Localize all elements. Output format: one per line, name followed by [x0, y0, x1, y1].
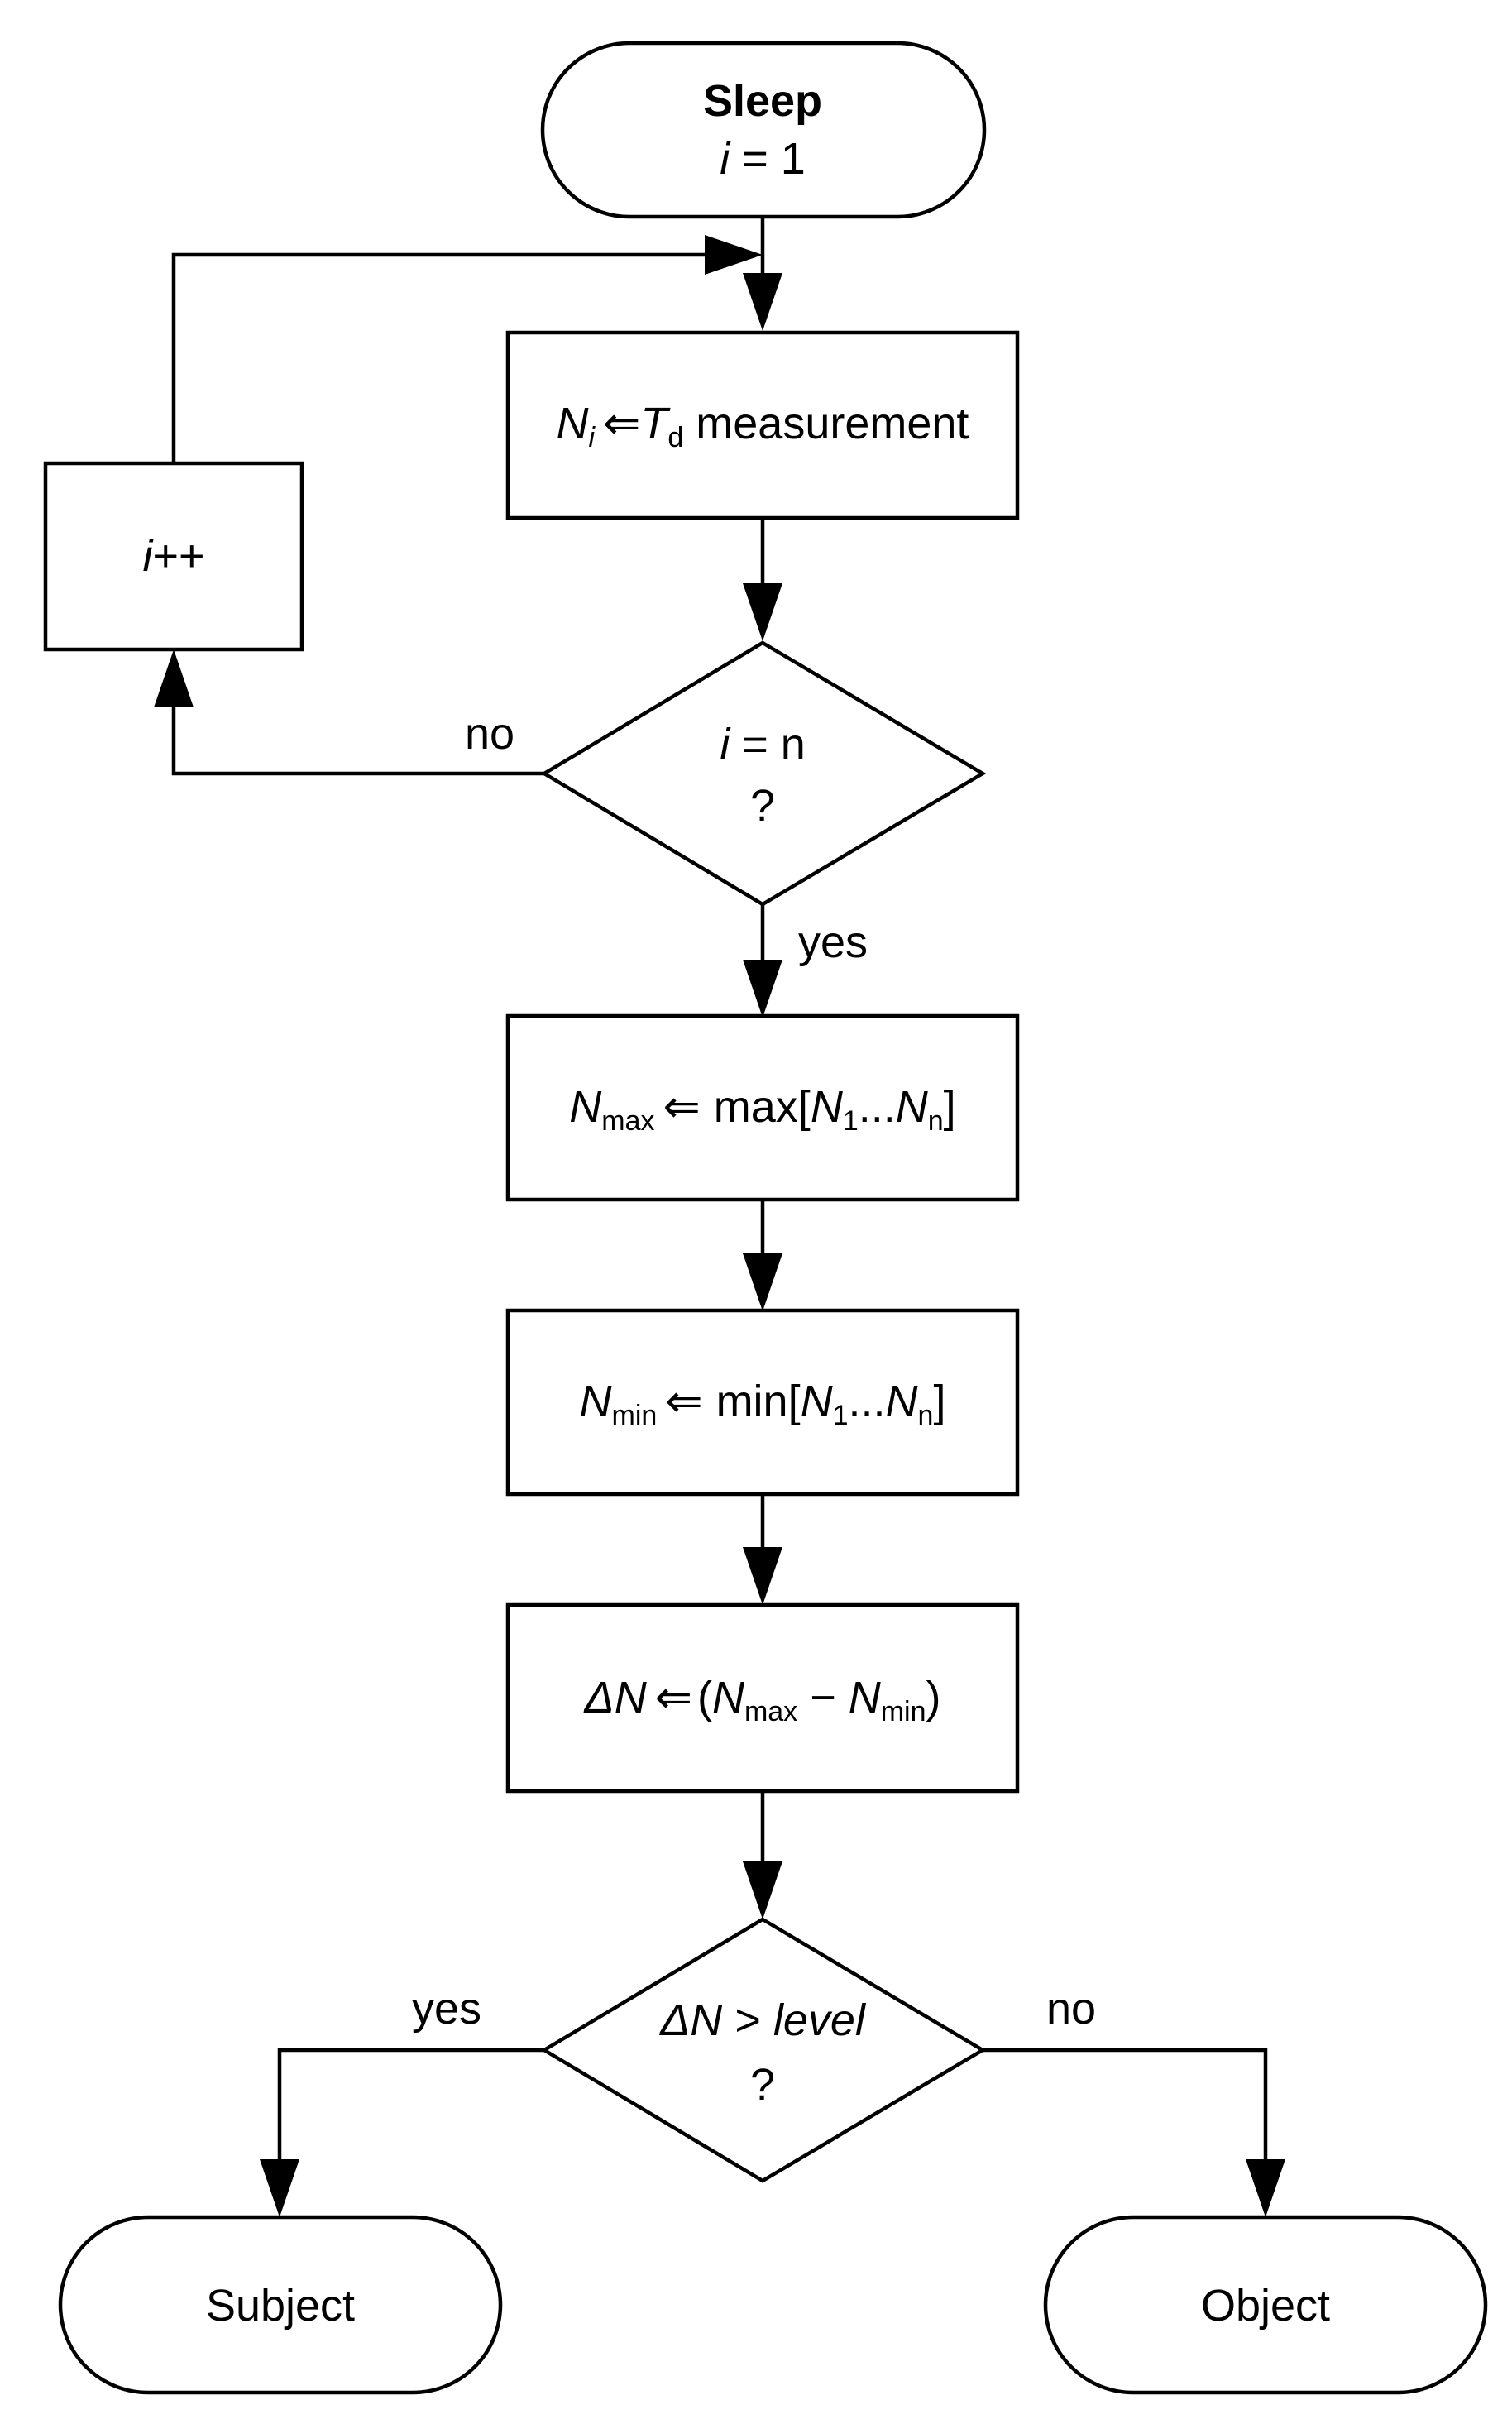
loop-condition: i = n	[720, 720, 806, 769]
arrowhead-loop-back	[705, 235, 763, 275]
measurement-label: Ni⇐Td measurement	[557, 399, 969, 453]
arrow-level-yes	[277, 2048, 544, 2168]
arrowhead-max	[743, 960, 782, 1018]
delta-label: ΔN⇐(Nmax − Nmin)	[582, 1673, 940, 1727]
arrow-loop-back	[171, 252, 711, 463]
object-terminal: Object	[1043, 2215, 1488, 2395]
connectors	[154, 217, 1285, 2217]
min-box: Nmin⇐min[N1...Nn]	[505, 1308, 1020, 1497]
loop-question: ?	[750, 781, 775, 831]
delta-box: ΔN⇐(Nmax − Nmin)	[505, 1602, 1020, 1794]
arrowhead-measure	[743, 273, 782, 331]
measurement-box: Ni⇐Td measurement	[505, 330, 1020, 520]
start-title: Sleep	[703, 76, 822, 126]
object-label: Object	[1201, 2281, 1330, 2331]
max-label: Nmax⇐max[N1...Nn]	[569, 1082, 955, 1137]
level-decision: ΔN > level ?	[540, 1917, 987, 2183]
arrowhead-delta	[743, 1547, 782, 1605]
increment-box: i++	[43, 461, 304, 652]
min-label: Nmin⇐min[N1...Nn]	[580, 1377, 946, 1431]
increment-label: i++	[142, 531, 204, 581]
max-box: Nmax⇐max[N1...Nn]	[505, 1013, 1020, 1202]
start-init: i = 1	[720, 134, 806, 184]
loop-yes-label: yes	[798, 917, 868, 967]
arrow-check-no	[171, 699, 544, 776]
start-terminal: Sleep i = 1	[540, 41, 987, 219]
arrowhead-level	[743, 1861, 782, 1919]
arrowhead-check	[743, 583, 782, 641]
level-condition: ΔN > level	[658, 1995, 867, 2045]
arrowhead-increment	[154, 649, 194, 707]
arrowhead-min	[743, 1253, 782, 1311]
loop-decision: i = n ?	[540, 640, 987, 907]
subject-label: Subject	[206, 2281, 355, 2331]
subject-terminal: Subject	[58, 2215, 503, 2395]
level-yes-label: yes	[412, 1984, 481, 2034]
arrowhead-subject	[260, 2159, 299, 2217]
level-no-label: no	[1046, 1984, 1096, 2034]
arrow-level-no	[983, 2048, 1268, 2168]
arrowhead-object	[1246, 2159, 1285, 2217]
level-question: ?	[750, 2060, 775, 2110]
loop-no-label: no	[465, 709, 514, 759]
